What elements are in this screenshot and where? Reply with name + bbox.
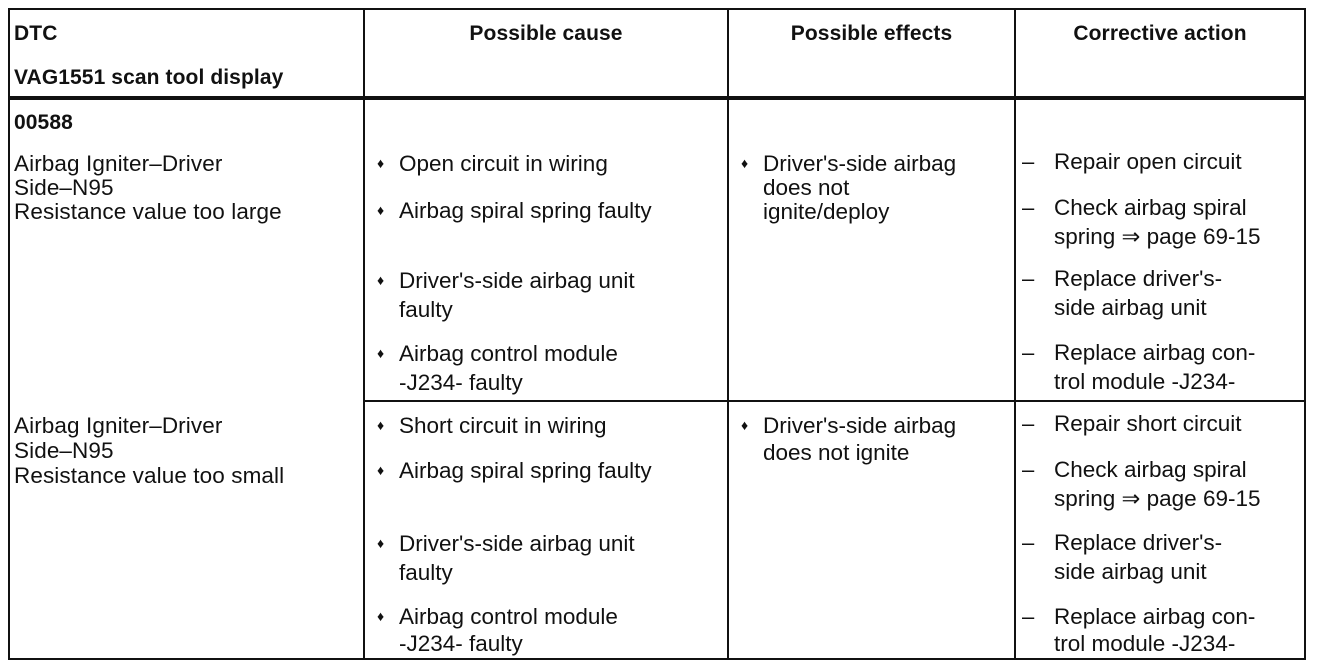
action-text: Check airbag spiral xyxy=(1054,457,1247,482)
header-dtc: DTC xyxy=(14,22,58,45)
row-divider xyxy=(363,400,1306,402)
dtc-code: 00588 xyxy=(14,111,73,134)
table-border-left xyxy=(8,8,10,660)
action-text: Repair short circuit xyxy=(1054,411,1242,436)
dash-icon: – xyxy=(1022,457,1035,482)
dash-icon: – xyxy=(1022,340,1035,365)
cause-text: Short circuit in wiring xyxy=(399,413,607,438)
action-text: Replace airbag con- xyxy=(1054,340,1256,365)
bullet-icon: ♦ xyxy=(377,345,385,361)
header-possible-cause: Possible cause xyxy=(469,22,623,45)
column-divider-1 xyxy=(363,8,365,660)
column-divider-2 xyxy=(727,8,729,660)
action-text: side airbag unit xyxy=(1054,559,1207,584)
dtc-description-line: Side–N95 xyxy=(14,175,114,200)
cause-text: -J234- faulty xyxy=(399,370,523,395)
dtc-description-line: Side–N95 xyxy=(14,438,114,463)
cause-text: faulty xyxy=(399,560,453,585)
dash-icon: – xyxy=(1022,149,1035,174)
cause-text: -J234- faulty xyxy=(399,631,523,656)
bullet-icon: ♦ xyxy=(741,155,749,171)
dash-icon: – xyxy=(1022,411,1035,436)
cause-text: Airbag control module xyxy=(399,341,618,366)
dtc-table: DTC VAG1551 scan tool display Possible c… xyxy=(8,8,1306,660)
action-text: spring ⇒ page 69-15 xyxy=(1054,486,1261,511)
cause-text: Airbag spiral spring faulty xyxy=(399,198,652,223)
cause-text: Open circuit in wiring xyxy=(399,151,608,176)
table-border-top xyxy=(8,8,1306,10)
action-text: spring ⇒ page 69-15 xyxy=(1054,224,1261,249)
action-text: side airbag unit xyxy=(1054,295,1207,320)
bullet-icon: ♦ xyxy=(377,272,385,288)
dtc-description-line: Resistance value too large xyxy=(14,199,282,224)
dash-icon: – xyxy=(1022,530,1035,555)
column-divider-3 xyxy=(1014,8,1016,660)
effect-text: does not xyxy=(763,175,850,200)
cause-text: Driver's-side airbag unit xyxy=(399,531,635,556)
cause-text: Airbag control module xyxy=(399,604,618,629)
table-border-right xyxy=(1304,8,1306,660)
bullet-icon: ♦ xyxy=(377,155,385,171)
cause-text: faulty xyxy=(399,297,453,322)
effect-text: Driver's-side airbag xyxy=(763,413,957,438)
dtc-description-line: Airbag Igniter–Driver xyxy=(14,413,223,438)
action-text: Replace airbag con- xyxy=(1054,604,1256,629)
header-possible-effects: Possible effects xyxy=(790,22,953,45)
header-scan-tool-display: VAG1551 scan tool display xyxy=(14,66,284,89)
bullet-icon: ♦ xyxy=(377,202,385,218)
bullet-icon: ♦ xyxy=(377,417,385,433)
action-text: trol module -J234- xyxy=(1054,631,1236,656)
header-separator xyxy=(8,96,1306,100)
dtc-description-line: Airbag Igniter–Driver xyxy=(14,151,223,176)
cause-text: Driver's-side airbag unit xyxy=(399,268,635,293)
action-text: Replace driver's- xyxy=(1054,530,1223,555)
header-corrective-action: Corrective action xyxy=(1073,22,1247,45)
cause-text: Airbag spiral spring faulty xyxy=(399,458,652,483)
action-text: Repair open circuit xyxy=(1054,149,1242,174)
effect-text: does not ignite xyxy=(763,440,910,465)
effect-text: ignite/deploy xyxy=(763,199,890,224)
bullet-icon: ♦ xyxy=(377,608,385,624)
dash-icon: – xyxy=(1022,195,1035,220)
bullet-icon: ♦ xyxy=(377,462,385,478)
action-text: trol module -J234- xyxy=(1054,369,1236,394)
dash-icon: – xyxy=(1022,604,1035,629)
effect-text: Driver's-side airbag xyxy=(763,151,957,176)
action-text: Check airbag spiral xyxy=(1054,195,1247,220)
bullet-icon: ♦ xyxy=(741,417,749,433)
dtc-description-line: Resistance value too small xyxy=(14,463,285,488)
dash-icon: – xyxy=(1022,266,1035,291)
action-text: Replace driver's- xyxy=(1054,266,1223,291)
table-border-bottom xyxy=(8,658,1306,660)
bullet-icon: ♦ xyxy=(377,535,385,551)
